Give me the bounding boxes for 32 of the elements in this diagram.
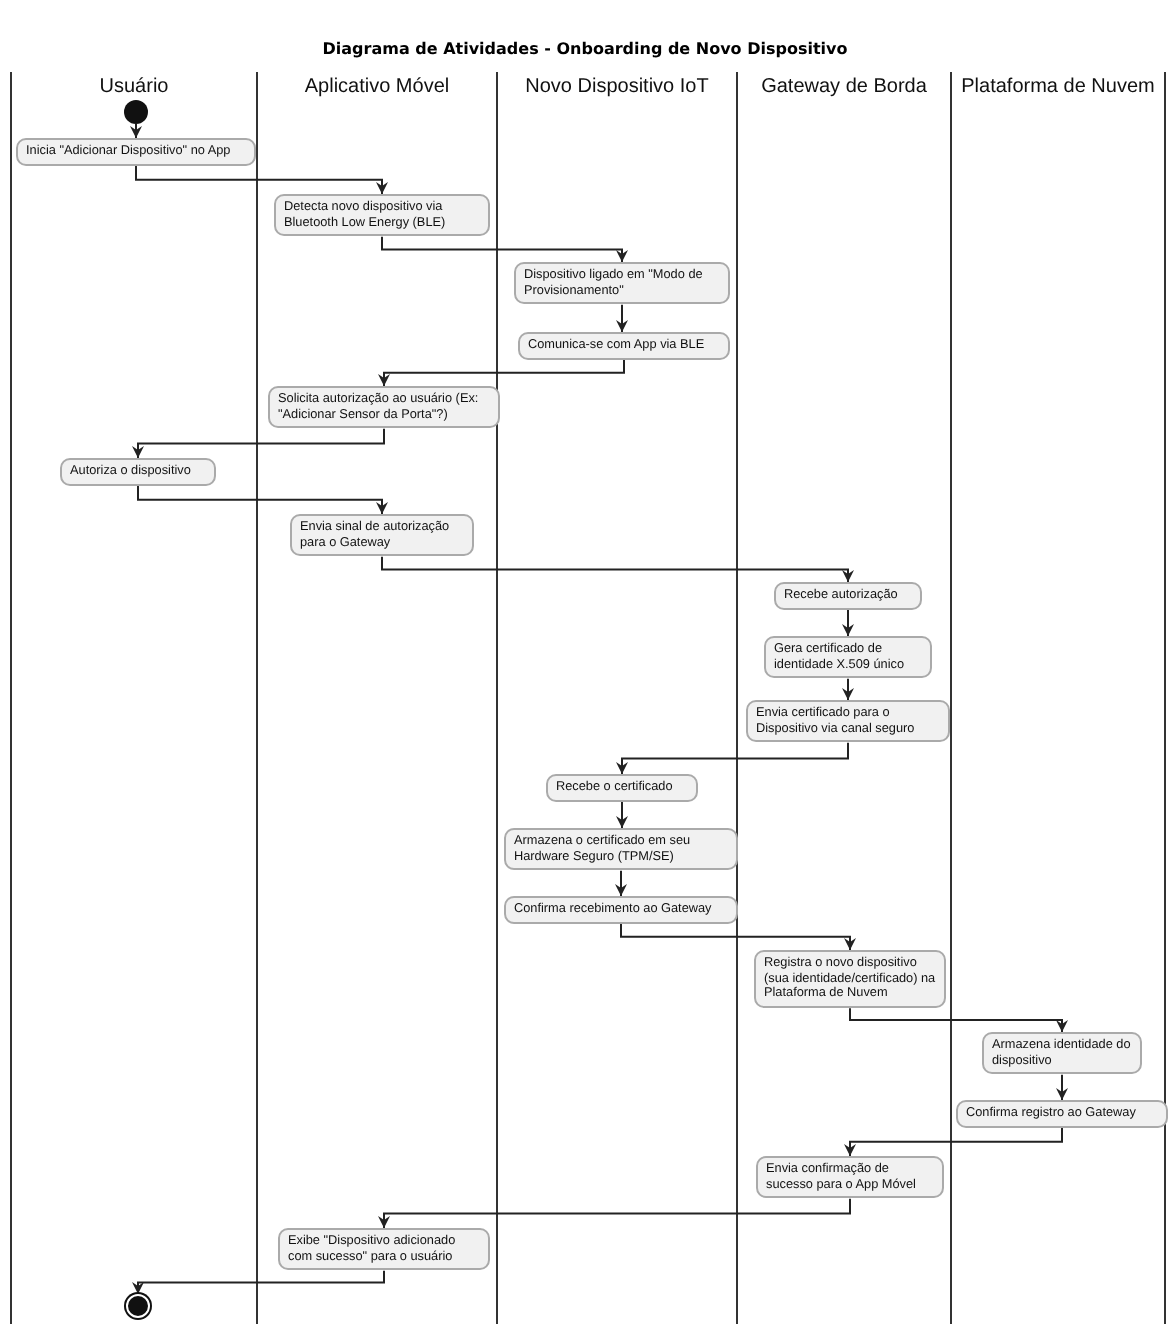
- arrow: [616, 303, 628, 333]
- arrow: [842, 608, 854, 637]
- lane-header: Gateway de Borda: [759, 76, 929, 98]
- arrow: [616, 741, 849, 775]
- arrow: [378, 358, 625, 387]
- arrow: [130, 123, 142, 139]
- lane-header: Aplicativo Móvel: [302, 76, 452, 98]
- swimlane: [736, 72, 950, 1324]
- arrow: [1056, 1073, 1068, 1101]
- arrow: [381, 555, 854, 583]
- end-node: [126, 1294, 150, 1318]
- arrow: [137, 484, 388, 515]
- arrow: [615, 869, 627, 897]
- arrow: [844, 1126, 1063, 1157]
- swimlane: [256, 72, 496, 1324]
- arrow: [849, 1007, 1068, 1033]
- arrow: [842, 677, 854, 701]
- swimlane: [10, 72, 256, 1324]
- diagram-title: Diagrama de Atividades - Onboarding de Novo Dispositivo: [320, 40, 850, 58]
- arrow: [132, 427, 385, 459]
- lane-header: Usuário: [97, 76, 171, 98]
- swimlane: [496, 72, 736, 1324]
- start-node: [124, 100, 148, 124]
- arrow: [132, 1269, 385, 1295]
- lane-header: Plataforma de Nuvem: [959, 76, 1157, 98]
- arrow: [135, 164, 388, 195]
- arrow: [378, 1197, 851, 1229]
- arrow: [381, 235, 628, 263]
- swimlane: [950, 72, 1166, 1324]
- lane-header: Novo Dispositivo IoT: [523, 76, 711, 98]
- arrow: [620, 922, 856, 951]
- arrow: [616, 800, 628, 829]
